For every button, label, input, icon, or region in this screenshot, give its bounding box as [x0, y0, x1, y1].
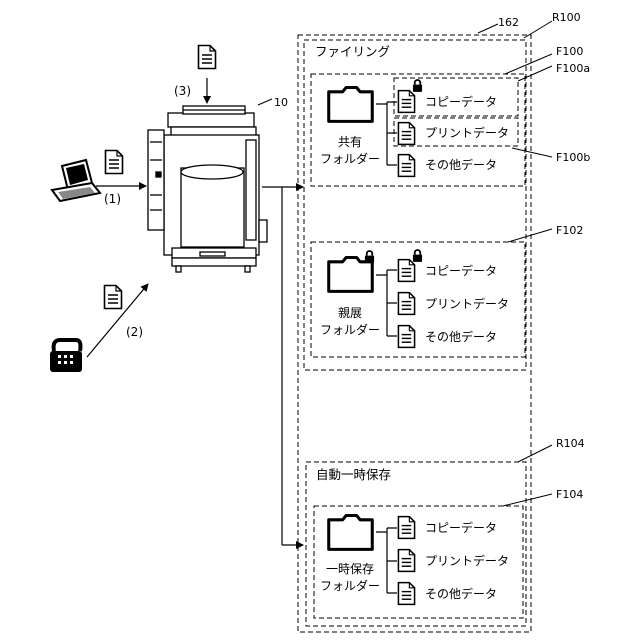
scan-document-icon	[199, 46, 216, 69]
parent-other-doc-icon	[398, 326, 414, 348]
mfp-device	[148, 106, 267, 272]
fax-icon	[50, 340, 82, 372]
auto-save-ref: R104	[556, 437, 585, 450]
path-label-1: (1)	[104, 192, 121, 206]
parent-print-label: プリントデータ	[425, 296, 509, 311]
parent-folder-leader	[508, 229, 552, 242]
temp-copy-doc-icon	[398, 517, 414, 539]
parent-copy-doc-icon	[398, 260, 414, 282]
parent-other-label: その他データ	[425, 329, 497, 344]
storage-ref-leader	[478, 24, 498, 33]
parent-folder-ref: F102	[556, 224, 583, 237]
auto-save-title: 自動一時保存	[316, 467, 391, 482]
temp-folder-ref: F104	[556, 488, 583, 501]
shared-other-doc-icon	[398, 155, 414, 177]
temp-folder-name-2: フォルダー	[320, 578, 380, 593]
pc-document-icon	[106, 151, 123, 174]
temp-folder-icon	[329, 515, 373, 549]
filing-region-leader	[524, 21, 552, 38]
temp-print-label: プリントデータ	[425, 553, 509, 568]
shared-copy-ref: F100a	[556, 62, 590, 75]
parent-folder-group: F102 親展 フォルダー コピーデータ プリントデータ その他データ	[311, 224, 583, 357]
shared-folder-name-1: 共有	[338, 135, 362, 149]
path-label-3: (3)	[174, 84, 191, 98]
temp-folder-leader	[503, 494, 552, 506]
shared-other-ref: F100b	[556, 151, 590, 164]
laptop-icon	[52, 160, 100, 201]
auto-save-leader	[518, 445, 552, 462]
temp-print-doc-icon	[398, 550, 414, 572]
temp-other-doc-icon	[398, 583, 414, 605]
shared-copy-label: コピーデータ	[425, 94, 497, 109]
shared-copy-lock-icon	[413, 80, 422, 92]
storage-ref: 162	[498, 16, 519, 29]
parent-copy-lock-icon	[413, 250, 422, 262]
shared-folder-group: F100 F100a F100b 共有 フォルダー コピーデータ プリントデータ…	[311, 45, 590, 186]
shared-other-leader	[512, 148, 552, 157]
device-ref: 10	[274, 96, 288, 109]
shared-folder-name-2: フォルダー	[320, 151, 380, 166]
parent-folder-name-1: 親展	[338, 306, 362, 320]
parent-folder-lock-icon	[365, 251, 374, 263]
parent-folder-name-2: フォルダー	[320, 322, 380, 337]
device-to-storage-lines	[262, 187, 303, 545]
path-label-2: (2)	[126, 325, 143, 339]
temp-other-label: その他データ	[425, 586, 497, 601]
shared-folder-icon	[329, 87, 373, 121]
filing-region-ref: R100	[552, 11, 581, 24]
fax-document-icon	[105, 286, 122, 309]
device-ref-leader	[258, 99, 272, 105]
shared-other-label: その他データ	[425, 157, 497, 172]
temp-folder-group: F104 一時保存 フォルダー コピーデータ プリントデータ その他データ	[314, 488, 583, 618]
shared-print-doc-icon	[398, 123, 414, 145]
temp-copy-label: コピーデータ	[425, 520, 497, 535]
shared-print-label: プリントデータ	[425, 125, 509, 140]
parent-print-doc-icon	[398, 293, 414, 315]
filing-title: ファイリング	[315, 44, 390, 59]
shared-copy-doc-icon	[398, 91, 414, 113]
shared-folder-ref: F100	[556, 45, 583, 58]
parent-copy-label: コピーデータ	[425, 263, 497, 278]
shared-folder-leader	[505, 54, 552, 74]
temp-folder-name-1: 一時保存	[326, 562, 374, 576]
